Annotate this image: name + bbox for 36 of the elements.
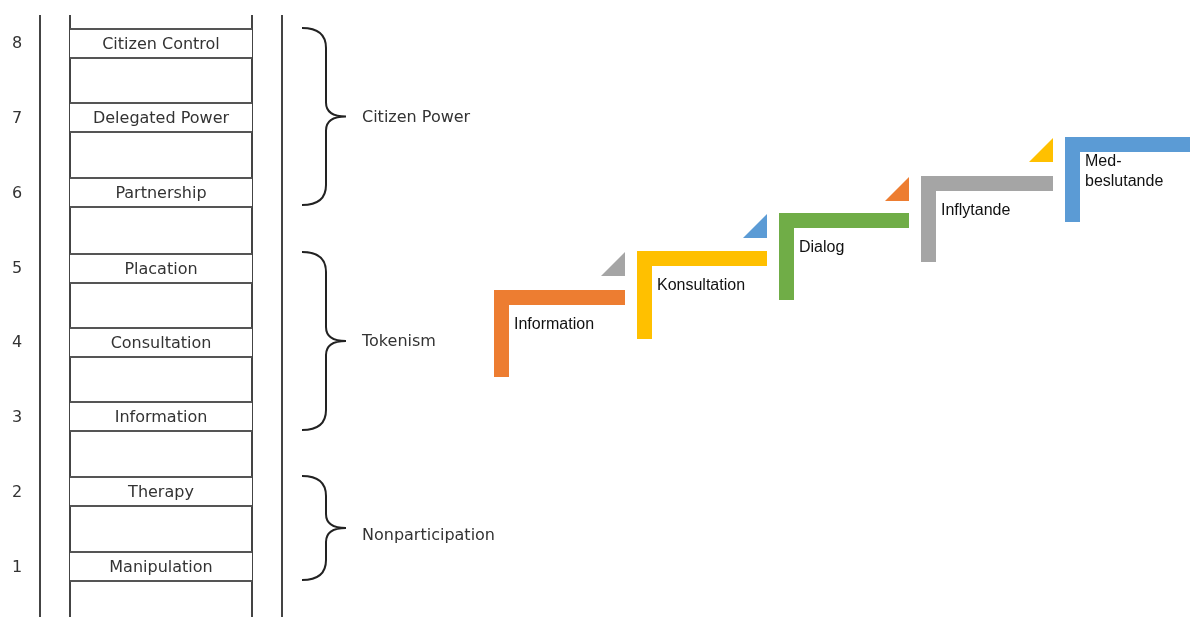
rung-number: 8 (12, 33, 23, 52)
ladder-rung (70, 28, 252, 59)
rung-label: Partnership (115, 183, 207, 202)
ladder-rung (70, 476, 252, 507)
rung-number: 5 (12, 258, 23, 277)
triangle-arrow (601, 252, 625, 276)
rung-label: Citizen Control (102, 34, 220, 53)
ladder-rung (70, 102, 252, 133)
rung-label: Delegated Power (92, 108, 230, 127)
rung-number: 1 (12, 557, 23, 576)
triangle-arrow (885, 177, 909, 201)
rung-label: Placation (124, 259, 198, 278)
rung-label: Consultation (110, 333, 212, 352)
ladder-rung (70, 551, 252, 582)
rung-number: 2 (12, 482, 23, 501)
step-label: Inflytande (941, 200, 1012, 220)
triangle-arrow (743, 214, 767, 238)
step-label: Med- beslutande (1085, 151, 1165, 191)
ladder-rung (70, 253, 252, 284)
rung-number: 3 (12, 407, 23, 426)
step-label: Konsultation (657, 275, 747, 295)
rung-number: 6 (12, 183, 23, 202)
rung-label: Information (114, 407, 208, 426)
rung-label: Manipulation (109, 557, 213, 576)
rung-label: Therapy (128, 482, 194, 501)
ladder-rung (70, 177, 252, 208)
ladder-rung (70, 401, 252, 432)
step-label: Information (514, 314, 596, 334)
step-label: Dialog (799, 237, 846, 257)
group-label: Citizen Power (362, 107, 471, 126)
ladder-rung (70, 327, 252, 358)
rung-number: 4 (12, 332, 23, 351)
group-label: Nonparticipation (362, 525, 495, 544)
group-label: Tokenism (362, 331, 436, 350)
rung-number: 7 (12, 108, 23, 127)
triangle-arrow (1029, 138, 1053, 162)
